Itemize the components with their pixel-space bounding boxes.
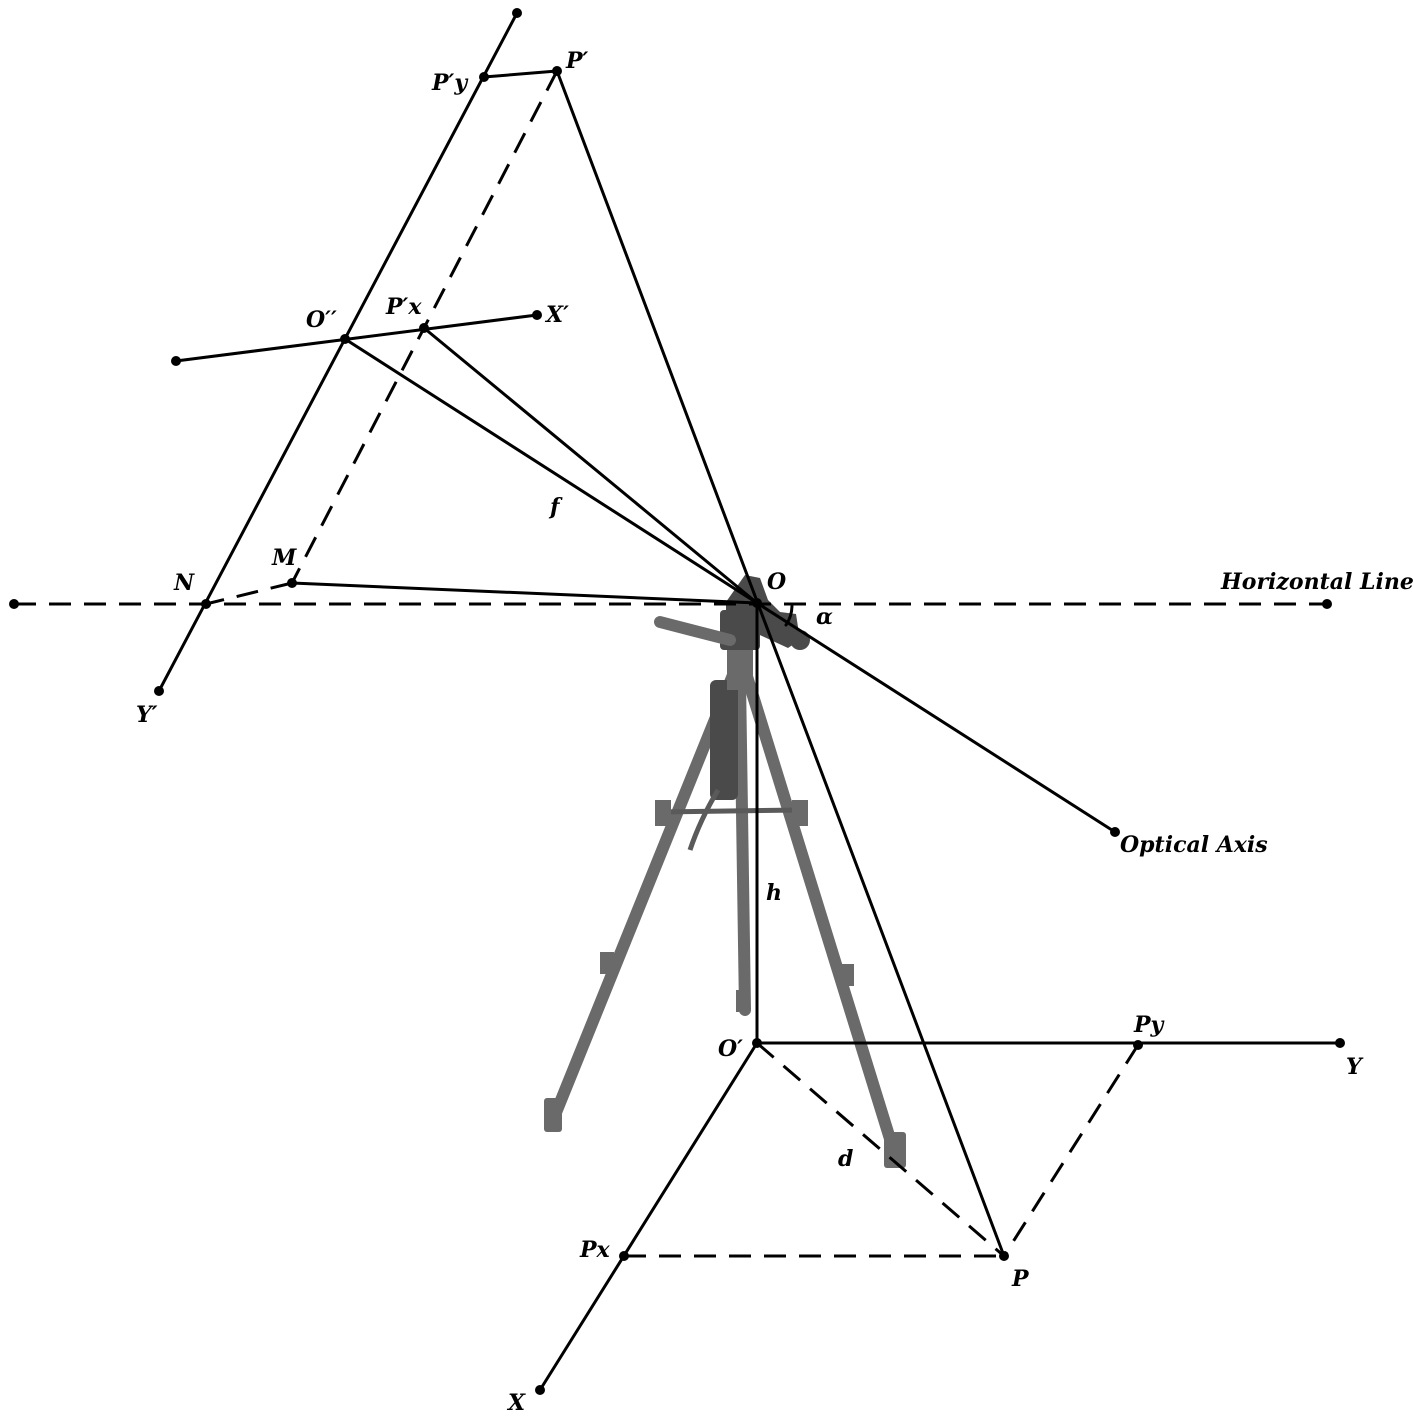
point-y-prime xyxy=(154,686,164,696)
label-p-prime: P′ xyxy=(565,48,589,74)
py-prime-to-p-prime-line xyxy=(482,69,559,79)
label-f: f xyxy=(548,494,563,520)
point-x xyxy=(535,1385,545,1395)
point-o xyxy=(752,598,762,608)
ground-x-axis-line xyxy=(538,1041,759,1392)
label-alpha: α xyxy=(816,604,833,630)
p-prime-x-to-o-line xyxy=(422,326,759,605)
label-y: Y xyxy=(1346,1054,1364,1080)
dashed-lines xyxy=(14,70,1327,1258)
point-p xyxy=(999,1251,1009,1261)
alpha-angle-arc xyxy=(784,604,794,627)
label-p: P xyxy=(1011,1266,1030,1292)
point-x-prime-left-end xyxy=(171,356,181,366)
point-p-prime xyxy=(552,66,562,76)
point-optical-axis-end xyxy=(1110,827,1120,837)
label-y-prime: Y′ xyxy=(136,702,158,728)
o-prime-to-p-dashed xyxy=(756,1041,1005,1258)
solid-lines xyxy=(157,11,1342,1392)
m-to-o-line xyxy=(290,581,759,605)
point-y xyxy=(1335,1038,1345,1048)
point-horizontal-left-end xyxy=(9,599,19,609)
label-optical-axis: Optical Axis xyxy=(1120,832,1268,858)
label-o-prime: O′ xyxy=(718,1036,743,1062)
label-o-double-prime: O′′ xyxy=(306,307,337,333)
point-x-prime xyxy=(532,310,542,320)
points xyxy=(9,8,1345,1395)
point-n xyxy=(201,599,211,609)
label-p-prime-x: P′x xyxy=(385,294,422,320)
point-py xyxy=(1133,1040,1143,1050)
point-p-prime-x xyxy=(419,323,429,333)
label-d: d xyxy=(838,1146,853,1172)
label-x-prime: X′ xyxy=(544,302,569,328)
point-o-double-prime xyxy=(340,334,350,344)
label-o: O xyxy=(767,569,786,595)
label-py: Py xyxy=(1133,1012,1166,1038)
label-h: h xyxy=(766,880,782,906)
label-horizontal-line: Horizontal Line xyxy=(1220,569,1413,595)
o-double-prime-to-o-line xyxy=(343,337,759,605)
label-p-prime-y: P′y xyxy=(431,70,469,96)
py-to-p-dashed xyxy=(1002,1044,1140,1257)
point-horizontal-right-end xyxy=(1322,599,1332,609)
point-o-prime xyxy=(752,1038,762,1048)
labels: P′y P′ O′′ P′x X′ f N M Y′ O α Horizonta… xyxy=(136,48,1413,1416)
image-x-axis-line xyxy=(174,313,539,363)
label-px: Px xyxy=(579,1237,611,1263)
optical-axis-line xyxy=(755,601,1117,834)
label-x: X xyxy=(506,1390,526,1416)
point-m xyxy=(287,578,297,588)
point-p-prime-y xyxy=(479,72,489,82)
point-px xyxy=(619,1251,629,1261)
point-y-prime-top-end xyxy=(512,8,522,18)
label-m: M xyxy=(271,545,297,571)
image-y-axis-line xyxy=(157,11,519,693)
label-n: N xyxy=(173,570,195,596)
m-to-n-dashed xyxy=(205,581,293,606)
p-prime-to-p-ray xyxy=(555,69,1006,1258)
